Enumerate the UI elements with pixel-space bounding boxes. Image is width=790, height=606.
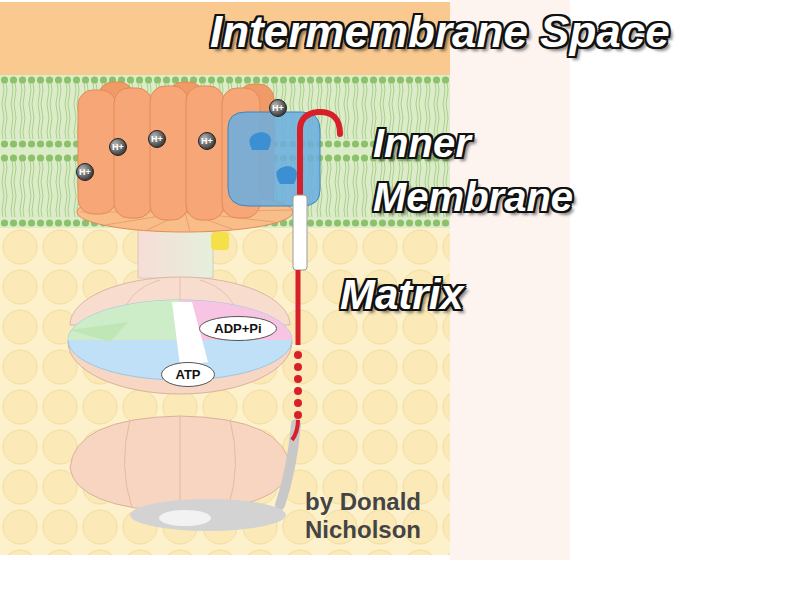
region-label: Intermembrane Space (210, 6, 670, 59)
ion-label: H+ (151, 134, 163, 144)
author-credit: by Donald Nicholson (305, 488, 455, 543)
proton-ion: H+ (76, 163, 94, 181)
ion-label: H+ (201, 136, 213, 146)
epsilon-subunit (211, 232, 229, 250)
proton-ion-shape (270, 100, 287, 117)
molecule-label: ADP+Pi (214, 321, 261, 336)
ion-label: H+ (272, 103, 284, 113)
proton-ion: H+ (148, 130, 166, 148)
proton-ion-shape (199, 133, 216, 150)
metabolite-oval-shape (162, 362, 215, 386)
a-subunit (228, 112, 320, 206)
ion-label: H+ (112, 142, 124, 152)
metabolite-oval-shape (200, 316, 277, 340)
proton-ion: H+ (198, 132, 216, 150)
metabolite-oval: ATP (161, 362, 215, 387)
region-label: Inner Membrane (373, 116, 623, 224)
lower-hood (70, 416, 298, 531)
proton-ion: H+ (269, 99, 287, 117)
f1-head (68, 277, 292, 394)
ion-label: H+ (79, 167, 91, 177)
peripheral-stalk (293, 112, 340, 419)
proton-ion: H+ (109, 138, 127, 156)
metabolite-oval: ADP+Pi (199, 316, 277, 341)
proton-ion-shape (77, 164, 94, 181)
proton-ion-shape (110, 139, 127, 156)
region-label: Matrix (340, 270, 464, 320)
proton-ion-shape (149, 131, 166, 148)
molecule-label: ATP (175, 367, 200, 382)
side-panel (450, 0, 570, 560)
